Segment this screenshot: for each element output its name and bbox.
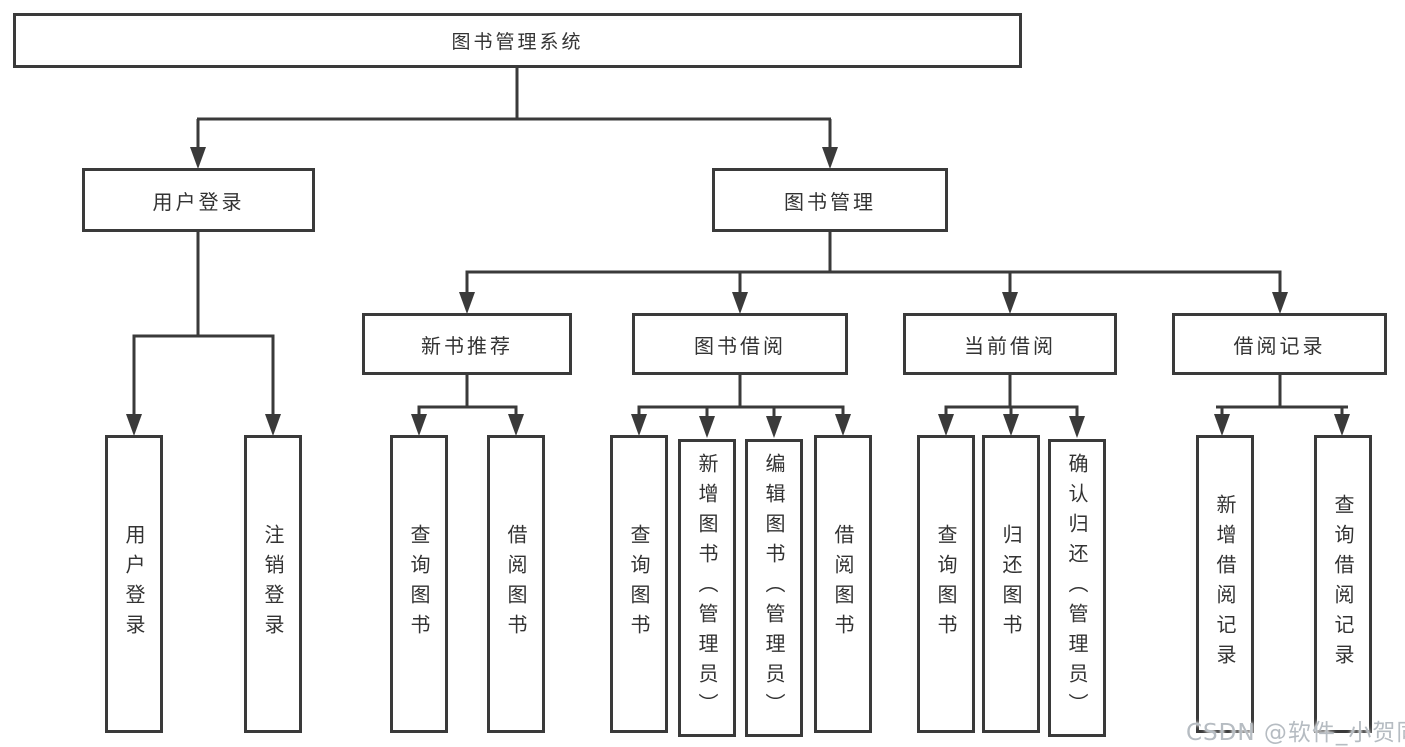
leaf-edit-books-admin: 编辑图书（管理员） (745, 439, 803, 737)
leaf-query-books-3: 查询图书 (917, 435, 975, 733)
node-label: 借阅记录 (1233, 333, 1326, 358)
node-current-borrowing: 当前借阅 (903, 313, 1117, 375)
node-user-login: 用户登录 (82, 168, 315, 232)
leaf-return-books: 归还图书 (982, 435, 1040, 733)
leaf-logout: 注销登录 (244, 435, 302, 733)
leaf-confirm-return-admin: 确认归还（管理员） (1048, 439, 1106, 737)
node-new-book-recommend: 新书推荐 (362, 313, 572, 375)
leaf-label: 借阅图书 (831, 524, 855, 644)
csdn-watermark: CSDN @软件_小贺同学 (1186, 720, 1405, 746)
leaf-label: 新增图书（管理员） (695, 453, 719, 723)
leaf-query-books-1: 查询图书 (390, 435, 448, 733)
leaf-label: 查询图书 (407, 524, 431, 644)
node-label: 图书管理 (784, 189, 876, 214)
leaf-borrow-books-2: 借阅图书 (814, 435, 872, 733)
node-borrowing-records: 借阅记录 (1172, 313, 1387, 375)
node-label: 图书借阅 (694, 333, 786, 358)
node-library-system: 图书管理系统 (13, 13, 1022, 68)
leaf-label: 用户登录 (122, 524, 146, 644)
node-label: 当前借阅 (964, 333, 1056, 358)
leaf-borrow-books-1: 借阅图书 (487, 435, 545, 733)
leaf-label: 新增借阅记录 (1213, 494, 1237, 674)
leaf-label: 注销登录 (261, 524, 285, 644)
leaf-user-login: 用户登录 (105, 435, 163, 733)
leaf-label: 编辑图书（管理员） (762, 453, 786, 723)
node-book-management: 图书管理 (712, 168, 948, 232)
node-label: 用户登录 (152, 189, 245, 214)
leaf-label: 确认归还（管理员） (1065, 453, 1089, 723)
leaf-label: 查询图书 (627, 524, 651, 644)
leaf-query-books-2: 查询图书 (610, 435, 668, 733)
leaf-label: 借阅图书 (504, 524, 528, 644)
leaf-label: 查询图书 (934, 524, 958, 644)
leaf-label: 归还图书 (999, 524, 1023, 644)
leaf-query-borrow-record: 查询借阅记录 (1314, 435, 1372, 733)
node-book-borrowing: 图书借阅 (632, 313, 848, 375)
leaf-add-books-admin: 新增图书（管理员） (678, 439, 736, 737)
node-label: 新书推荐 (421, 333, 513, 358)
leaf-label: 查询借阅记录 (1331, 494, 1355, 674)
node-label: 图书管理系统 (451, 31, 584, 53)
leaf-add-borrow-record: 新增借阅记录 (1196, 435, 1254, 733)
